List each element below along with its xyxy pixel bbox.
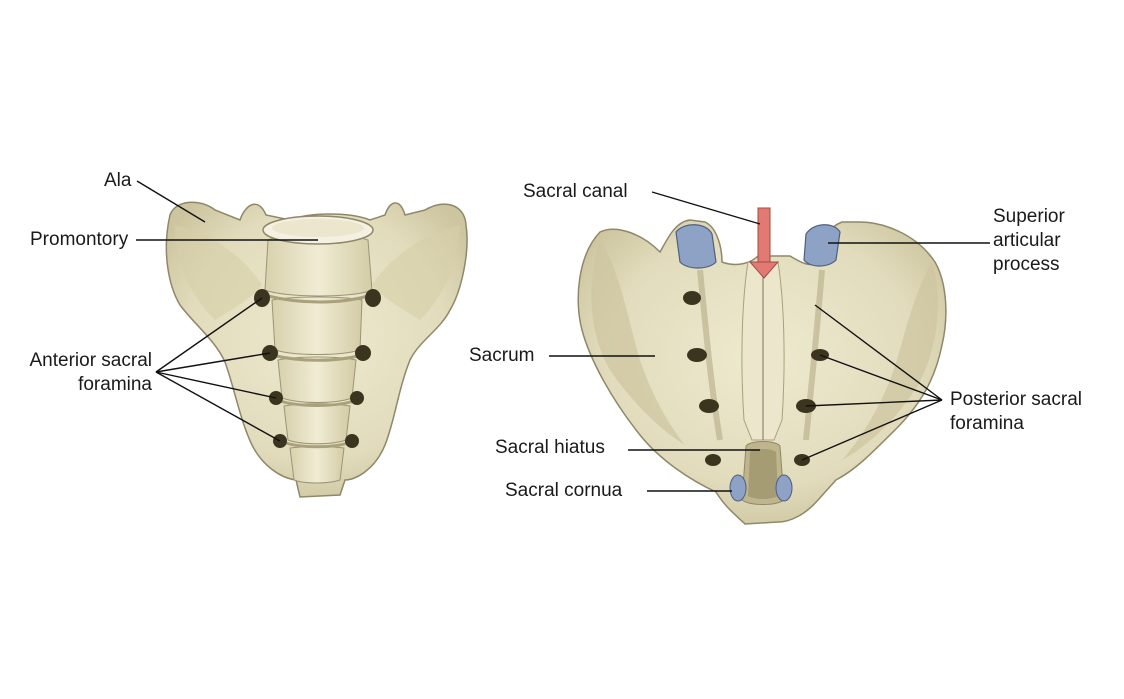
sacral-cornu-right: [775, 474, 793, 502]
label-ala: Ala: [104, 170, 132, 191]
posterior-foramen-1-left: [683, 291, 701, 305]
label-promontory: Promontory: [30, 229, 129, 250]
label-anterior-sacral-foramina: Anterior sacral foramina: [10, 349, 153, 397]
label-superior-articular-process: Superior articular process: [993, 205, 1103, 277]
label-superior-articular-process-line2: articular: [993, 230, 1061, 251]
superior-articular-facet-right: [803, 224, 841, 267]
anterior-foramen-2-right: [355, 345, 371, 361]
label-superior-articular-process-line3: process: [993, 254, 1060, 275]
posterior-sacrum-view: [549, 191, 990, 525]
label-anterior-sacral-foramina-line2: foramina: [78, 374, 152, 395]
anterior-leader-lines: [136, 180, 318, 442]
sacral-canal-arrow-shaft: [757, 207, 771, 265]
label-sacrum: Sacrum: [469, 345, 535, 366]
label-sacral-hiatus: Sacral hiatus: [495, 437, 605, 458]
label-posterior-sacral-foramina: Posterior sacral foramina: [950, 388, 1120, 436]
label-posterior-sacral-foramina-line1: Posterior sacral: [950, 389, 1082, 410]
anterior-foramen-4-right: [345, 434, 359, 448]
posterior-leader-lines: [549, 191, 990, 492]
label-anterior-sacral-foramina-line1: Anterior sacral: [29, 350, 153, 371]
label-sacral-canal: Sacral canal: [523, 181, 628, 202]
label-sacral-cornua: Sacral cornua: [505, 480, 623, 501]
superior-articular-facet-left: [675, 224, 717, 269]
label-superior-articular-process-line1: Superior: [993, 206, 1065, 227]
anterior-foramen-3-right: [350, 391, 364, 405]
posterior-foramen-2-left: [687, 348, 707, 362]
posterior-foramen-3-left: [699, 399, 719, 413]
posterior-foramen-4-left: [705, 454, 721, 466]
sacral-canal-arrow-head: [748, 261, 780, 279]
anterior-foramen-1-right: [365, 289, 381, 307]
anterior-sacrum-view: [136, 180, 468, 498]
sacral-cornu-left: [729, 474, 747, 502]
label-posterior-sacral-foramina-line2: foramina: [950, 413, 1024, 434]
